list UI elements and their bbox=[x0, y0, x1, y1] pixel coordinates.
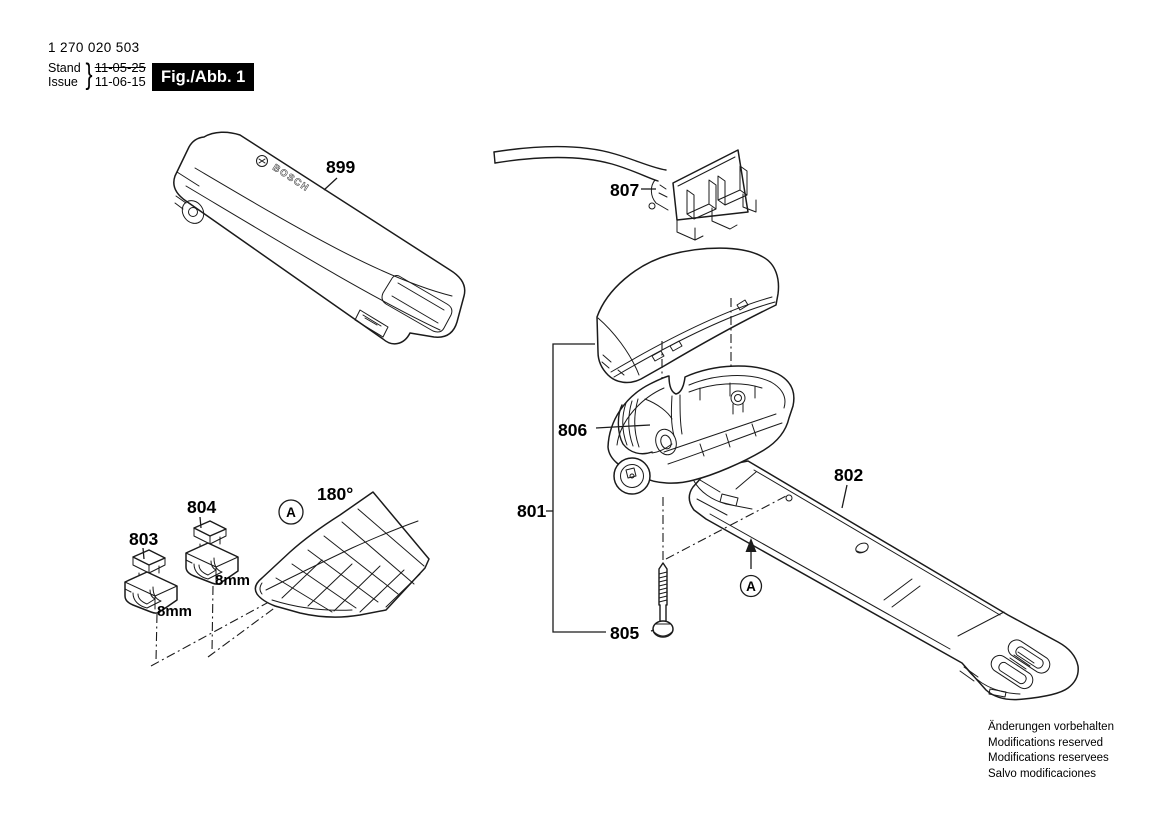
callout-899: 899 bbox=[326, 157, 355, 177]
size-annotation-803: 8mm bbox=[157, 603, 192, 620]
modification-notice: Änderungen vorbehalten Modifications res… bbox=[988, 720, 1114, 782]
notice-line-de: Änderungen vorbehalten bbox=[988, 721, 1114, 733]
size-annotation-804: 8mm bbox=[215, 572, 250, 589]
callout-bracket-801 bbox=[552, 343, 606, 633]
rail-underside-view-drawing bbox=[254, 491, 430, 618]
holder-base-806-drawing bbox=[607, 365, 795, 516]
rail-slot bbox=[1007, 639, 1051, 674]
screw-805-drawing bbox=[652, 562, 674, 638]
current-date: 11-06-15 bbox=[94, 74, 146, 89]
notice-line-es: Salvo modificaciones bbox=[988, 767, 1097, 780]
callout-806: 806 bbox=[558, 420, 587, 440]
callout-801: 801 bbox=[517, 501, 546, 521]
screw-target-line bbox=[665, 495, 787, 560]
screw-hole bbox=[785, 494, 793, 502]
direction-arrow-icon bbox=[745, 538, 757, 552]
clip-803-drawing bbox=[124, 549, 178, 614]
revision-dates: 11-05-25 11-06-15 bbox=[95, 61, 146, 89]
direction-a-marker: A bbox=[739, 538, 763, 598]
direction-marker-label: A bbox=[746, 579, 756, 594]
clip-804-alignment-line bbox=[207, 585, 289, 658]
revision-labels: Stand Issue bbox=[48, 61, 81, 89]
leader-899 bbox=[323, 177, 338, 191]
issue-label: Issue bbox=[48, 75, 78, 89]
revision-block: Stand Issue } 11-05-25 11-06-15 bbox=[48, 58, 146, 91]
notice-line-fr: Modifications reservees bbox=[988, 752, 1109, 764]
leader-806 bbox=[595, 424, 651, 429]
callout-803: 803 bbox=[129, 529, 158, 549]
previous-date: 11-05-25 bbox=[94, 60, 146, 75]
cable-assembly-807-drawing bbox=[493, 145, 757, 241]
callout-804: 804 bbox=[187, 497, 216, 517]
document-number: 1 270 020 503 bbox=[48, 40, 140, 55]
mounting-rail-802-drawing bbox=[688, 460, 1079, 701]
rotation-annotation: 180° bbox=[317, 484, 353, 504]
figure-badge: Fig./Abb. 1 bbox=[152, 63, 255, 91]
stand-label: Stand bbox=[48, 61, 81, 75]
notice-line-en: Modifications reserved bbox=[988, 736, 1104, 749]
bosch-emblem-icon bbox=[256, 155, 268, 167]
callout-807: 807 bbox=[610, 180, 639, 200]
leader-804 bbox=[199, 516, 202, 529]
callout-805: 805 bbox=[610, 623, 639, 643]
leader-805 bbox=[650, 629, 655, 632]
view-marker-label: A bbox=[286, 505, 296, 520]
callout-802: 802 bbox=[834, 465, 863, 485]
holder-cover-drawing bbox=[596, 247, 780, 384]
leader-802 bbox=[841, 484, 848, 509]
view-a-marker: A bbox=[278, 499, 304, 525]
clip-803-alignment-line bbox=[150, 596, 279, 667]
revision-brace: } bbox=[85, 58, 93, 91]
battery-pack-899-drawing: BOSCH bbox=[173, 131, 466, 345]
leader-803 bbox=[142, 547, 145, 560]
